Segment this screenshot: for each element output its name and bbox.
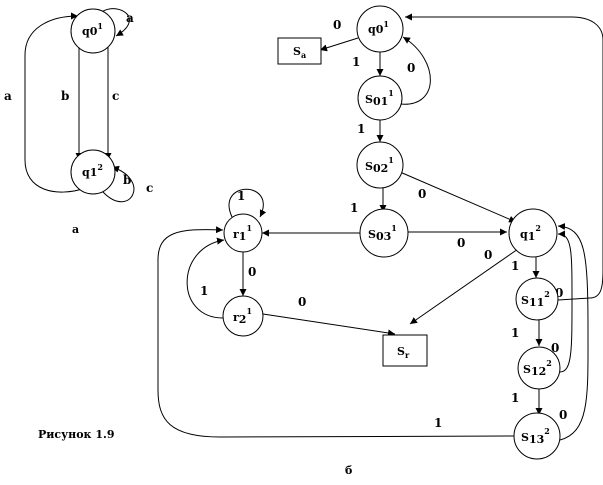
box-b-sa: Sa bbox=[277, 37, 322, 65]
caption-part-b: б bbox=[345, 464, 352, 477]
edge-b-r2-to-r1 bbox=[186, 237, 225, 319]
diagram-a: a b c a b c q01 q12 а bbox=[4, 8, 153, 236]
edge-b-s02-to-q1 bbox=[399, 171, 517, 223]
svg-text:Sa: Sa bbox=[293, 45, 306, 60]
state-b-q1: q12 bbox=[508, 208, 558, 258]
state-b-s11: S112 bbox=[515, 277, 559, 321]
state-b-r2: r21 bbox=[222, 295, 264, 337]
state-b-s12: S122 bbox=[517, 346, 561, 390]
label-b-s12-to-q1: 0 bbox=[551, 341, 559, 355]
state-b-r1: r11 bbox=[223, 213, 263, 253]
edge-b-s13-to-r1 bbox=[157, 226, 515, 438]
state-a-q0: q01 bbox=[70, 8, 116, 54]
edge-b-s13-to-q1 bbox=[557, 223, 589, 441]
label-a-q0-self: a bbox=[126, 11, 134, 25]
figure-caption: Рисунок 1.9 bbox=[38, 428, 114, 441]
caption-part-a: а bbox=[72, 223, 79, 236]
state-b-s01: S011 bbox=[357, 75, 403, 121]
svg-text:S122: S122 bbox=[523, 358, 552, 378]
label-b-q0-to-s01: 1 bbox=[352, 55, 360, 69]
label-b-s13-to-q1: 0 bbox=[559, 408, 567, 422]
edge-b-q0-to-sa bbox=[319, 37, 359, 52]
edge-a-q1-to-q0 bbox=[24, 12, 87, 193]
label-b-s01-to-q0: 0 bbox=[407, 61, 415, 75]
label-b-q1-to-s11: 1 bbox=[511, 259, 519, 273]
label-a-q0-to-q1-b: b bbox=[61, 89, 69, 103]
svg-text:q01: q01 bbox=[368, 19, 389, 36]
label-b-s13-to-r1: 1 bbox=[434, 416, 442, 430]
svg-text:r11: r11 bbox=[233, 223, 252, 243]
edge-b-q1-to-sr bbox=[409, 248, 519, 325]
state-b-s02: S021 bbox=[356, 141, 404, 189]
state-a-q1: q12 bbox=[70, 149, 116, 195]
label-a-q1-self-b: b bbox=[123, 173, 131, 187]
svg-text:S031: S031 bbox=[368, 223, 397, 243]
label-a-q1-self-c: c bbox=[146, 181, 153, 195]
edge-b-r1-self bbox=[228, 188, 267, 218]
state-b-s03: S031 bbox=[359, 208, 409, 258]
svg-text:Sr: Sr bbox=[397, 345, 410, 360]
label-b-r1-self: 1 bbox=[237, 189, 245, 203]
svg-text:S112: S112 bbox=[521, 289, 550, 309]
state-b-q0: q01 bbox=[356, 5, 404, 53]
svg-text:S011: S011 bbox=[365, 88, 394, 108]
label-b-s11-to-s12: 1 bbox=[511, 326, 519, 340]
label-b-s12-to-s13: 1 bbox=[511, 391, 519, 405]
svg-text:S132: S132 bbox=[521, 426, 550, 446]
edge-b-r2-to-sr bbox=[262, 313, 396, 337]
label-b-r2-to-r1: 1 bbox=[200, 284, 208, 298]
label-a-q1-to-q0: a bbox=[4, 89, 12, 103]
label-b-s03-to-q1: 0 bbox=[457, 236, 465, 250]
label-b-s11-to-q0: 0 bbox=[555, 286, 563, 300]
edge-a-q1-self bbox=[102, 165, 135, 203]
svg-text:q01: q01 bbox=[82, 21, 103, 38]
state-b-s13: S132 bbox=[513, 412, 561, 460]
edge-b-s11-to-q0 bbox=[405, 13, 603, 301]
label-b-s02-to-s03: 1 bbox=[350, 201, 358, 215]
label-b-s02-to-q1: 0 bbox=[418, 187, 426, 201]
label-b-q1-to-sr: 0 bbox=[484, 248, 492, 262]
label-b-r1-to-r2: 0 bbox=[248, 265, 256, 279]
label-b-s01-to-s02: 1 bbox=[357, 122, 365, 136]
diagram-b: 0 1 0 1 1 0 0 1 0 1 0 0 1 0 1 0 1 0 1 q0… bbox=[157, 5, 603, 477]
box-b-sr: Sr bbox=[382, 334, 428, 367]
svg-text:S021: S021 bbox=[365, 155, 394, 175]
svg-text:q12: q12 bbox=[82, 162, 103, 179]
edge-b-s12-to-q1 bbox=[557, 230, 573, 373]
svg-text:r21: r21 bbox=[233, 306, 252, 326]
edge-b-s01-to-q0 bbox=[399, 36, 431, 105]
svg-text:q12: q12 bbox=[520, 223, 541, 243]
label-b-q0-to-sa: 0 bbox=[333, 18, 341, 32]
label-a-q0-to-q1-c: c bbox=[112, 89, 119, 103]
label-b-r2-to-sr: 0 bbox=[298, 295, 306, 309]
